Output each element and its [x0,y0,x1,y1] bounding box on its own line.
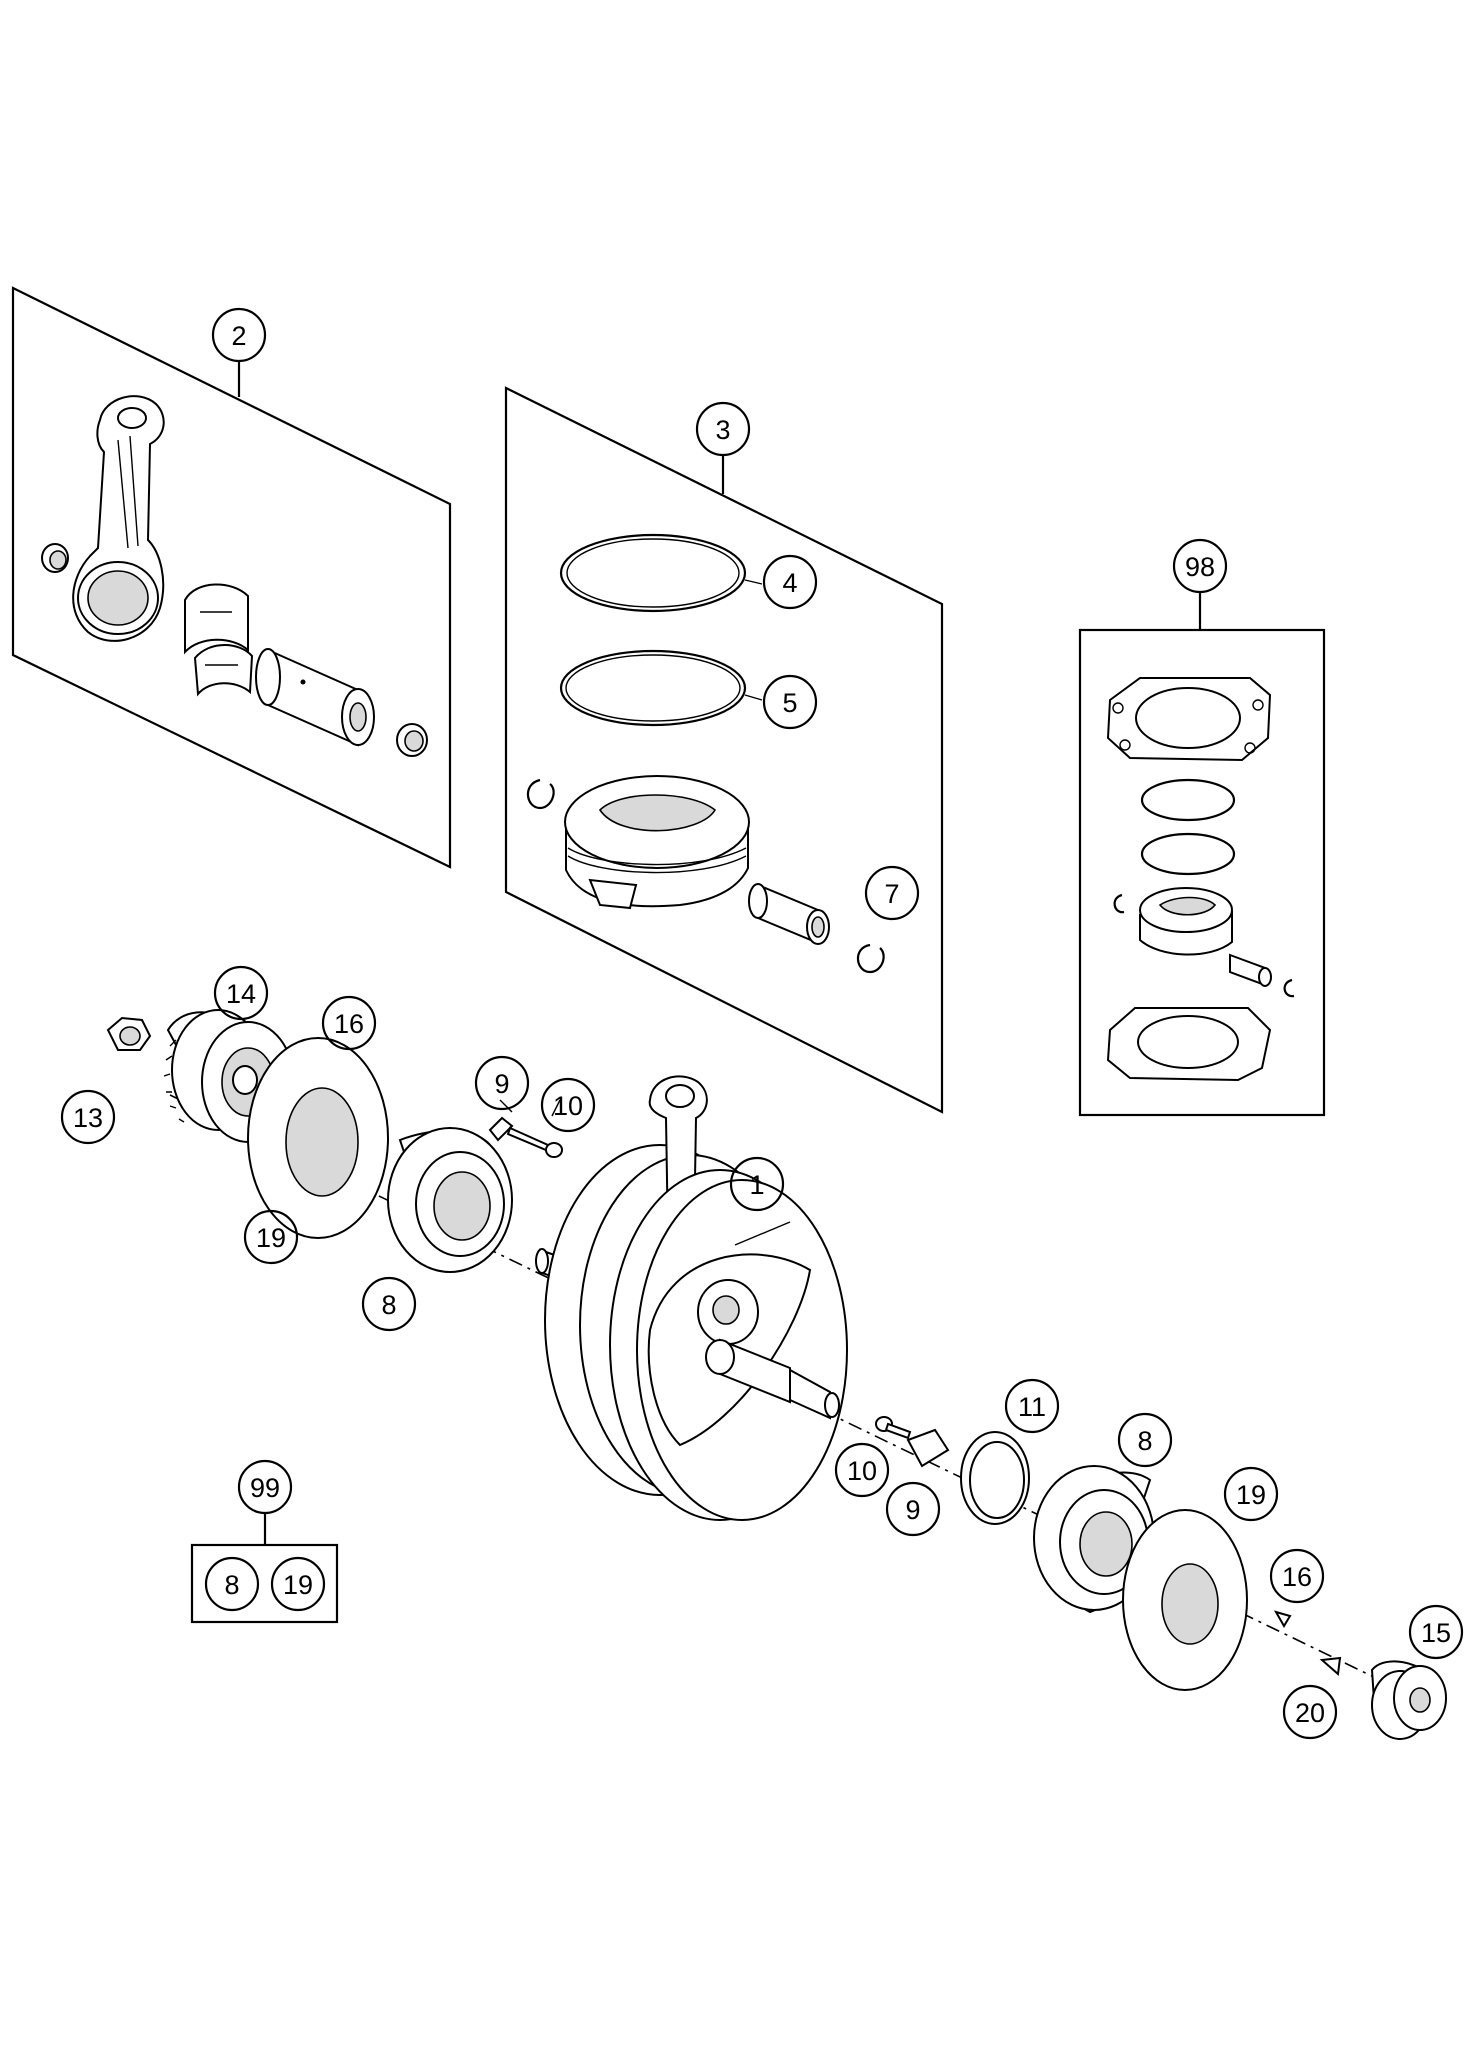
svg-text:11: 11 [1018,1392,1046,1422]
small-end-bushing-drawing [41,543,69,573]
callout-8-right: 8 [1117,1412,1173,1468]
callout-10-right: 10 [834,1442,890,1498]
callout-14: 14 [213,965,269,1021]
svg-text:8: 8 [1137,1426,1152,1456]
kit-panel-2 [11,286,452,869]
svg-text:19: 19 [1236,1480,1266,1510]
key-20-drawing [1319,1656,1342,1676]
callout-15: 15 [1408,1604,1464,1660]
shim-11-drawing [960,1431,1030,1525]
screw-and-plate-right-drawing [875,1416,950,1468]
thrust-washer-drawing [396,723,428,757]
svg-text:20: 20 [1295,1698,1325,1728]
callout-16-right: 16 [1269,1548,1325,1604]
bearing-shells-drawing [184,583,254,697]
callout-8-left: 8 [361,1276,417,1332]
callout-10-left: 10 [540,1077,596,1133]
mini-circlip-left-drawing [1113,893,1125,914]
main-bearing-8-right-drawing [1033,1465,1155,1614]
crank-pin-drawing [255,648,375,747]
svg-text:5: 5 [782,688,797,718]
mini-ring-top-drawing [1140,778,1236,822]
svg-text:3: 3 [715,415,730,445]
svg-text:14: 14 [226,979,256,1009]
svg-text:98: 98 [1185,552,1215,582]
callout-kit99-8: 8 [204,1556,260,1612]
svg-text:99: 99 [250,1473,280,1503]
callout-19-right: 19 [1223,1466,1279,1522]
cylinder-base-gasket-drawing [1106,1007,1272,1082]
svg-text:16: 16 [1282,1562,1312,1592]
callout-9-left: 9 [474,1055,530,1111]
piston-drawing [564,775,750,910]
mini-ring-second-drawing [1140,832,1236,876]
callout-16-left: 16 [321,995,377,1051]
svg-text:8: 8 [381,1290,396,1320]
screw-and-plate-left-drawing [488,1116,563,1158]
callout-20: 20 [1282,1684,1338,1740]
svg-text:19: 19 [256,1223,286,1253]
kit-panel-98 [1078,591,1326,1117]
shim-19-left-drawing [247,1037,389,1239]
svg-text:15: 15 [1421,1618,1451,1648]
kit-99-group [190,1512,339,1624]
callout-2: 2 [211,307,267,363]
connecting-rod-drawing [72,395,165,642]
mini-circlip-right-drawing [1283,978,1295,998]
callout-19-left: 19 [243,1209,299,1265]
shim-19-right-drawing [1122,1509,1248,1691]
svg-text:10: 10 [553,1091,583,1121]
svg-text:9: 9 [494,1069,509,1099]
svg-text:13: 13 [73,1103,103,1133]
gear-15-drawing [1370,1660,1447,1740]
piston-pin-drawing [748,883,830,945]
piston-circlip-left-drawing [526,778,555,810]
svg-text:16: 16 [334,1009,364,1039]
callout-3: 3 [695,401,751,457]
svg-text:9: 9 [905,1495,920,1525]
piston-circlip-right-drawing [856,943,885,974]
callout-13: 13 [60,1089,116,1145]
piston-ring-top-drawing [559,533,747,613]
callout-11: 11 [1004,1378,1060,1434]
crankshaft-drawing [535,1075,848,1521]
kit-99-box [190,1543,339,1624]
piston-ring-second-drawing [559,649,747,727]
callout-9-right: 9 [885,1481,941,1537]
callout-kit99-19: 19 [270,1556,326,1612]
main-bearing-8-left-drawing [387,1127,513,1273]
callout-4: 4 [762,554,818,610]
svg-text:2: 2 [231,321,246,351]
callout-7: 7 [864,865,920,921]
cylinder-head-gasket-drawing [1106,677,1272,762]
callout-99: 99 [237,1459,293,1515]
svg-text:4: 4 [782,568,797,598]
mini-piston-drawing [1139,887,1233,956]
svg-text:10: 10 [847,1456,877,1486]
callout-98: 98 [1172,538,1228,594]
callout-5: 5 [762,674,818,730]
woodruff-key-16-right-drawing [1273,1610,1292,1628]
callout-1: 1 [729,1156,785,1212]
svg-text:19: 19 [283,1570,313,1600]
svg-text:7: 7 [884,879,899,909]
kit-panel-3 [504,386,944,1114]
svg-text:1: 1 [749,1170,764,1200]
nut-13-drawing [106,1016,152,1051]
leader-lines [499,579,791,1246]
svg-text:8: 8 [224,1570,239,1600]
mini-piston-pin-drawing [1229,953,1272,987]
